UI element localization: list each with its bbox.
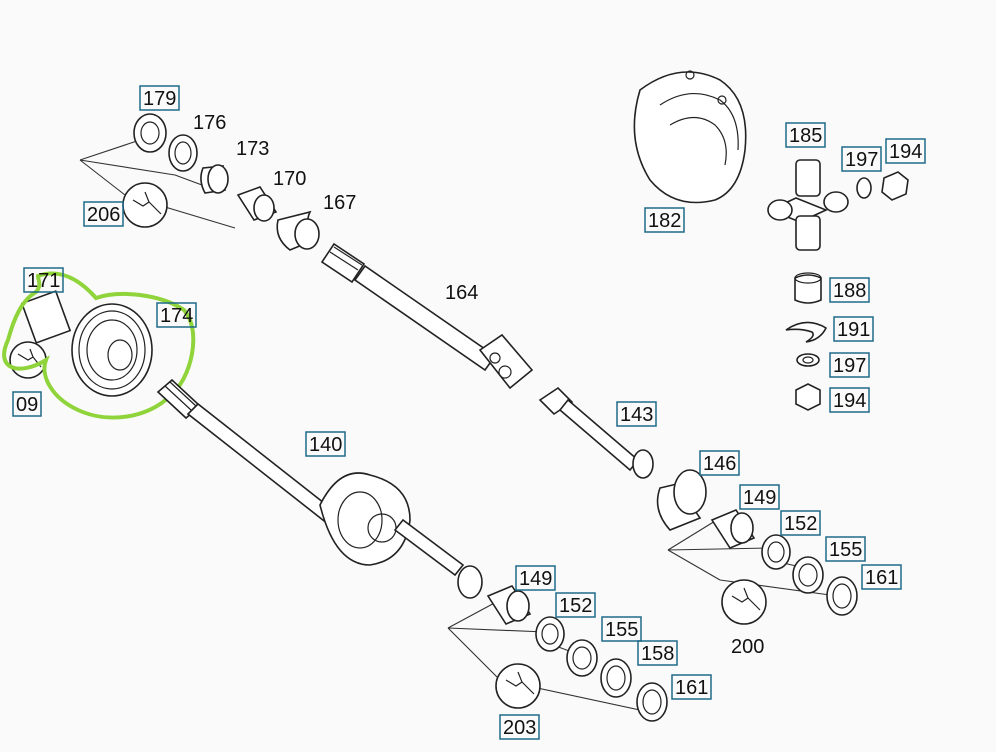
label-box: [23, 267, 64, 293]
part-label-203: 203: [503, 717, 536, 739]
part-label-197: 197: [833, 355, 866, 377]
highlighted-boot-assembly: [2, 271, 196, 420]
bottom-center-part-group: [447, 585, 668, 722]
label-box: [785, 122, 826, 148]
label-box: [555, 592, 596, 618]
right-lower-part-group: [656, 469, 858, 625]
part-label-152: 152: [784, 513, 817, 535]
green-highlight-circle: [2, 271, 196, 420]
part-label-146: 146: [703, 453, 736, 475]
label-box: [825, 536, 866, 562]
part-label-152: 152: [559, 595, 592, 617]
upper-left-part-group: [79, 113, 320, 251]
main-shaft-140: [156, 378, 483, 599]
part-label-155: 155: [829, 539, 862, 561]
part-label-174: 174: [160, 305, 193, 327]
label-box: [156, 302, 197, 328]
part-label-09: 09: [16, 394, 38, 416]
part-label-188: 188: [833, 280, 866, 302]
part-label-161: 161: [865, 567, 898, 589]
label-box: [616, 401, 657, 427]
label-box: [139, 85, 180, 111]
part-label-185: 185: [789, 125, 822, 147]
part-label-182: 182: [648, 210, 681, 232]
label-box: [12, 391, 42, 417]
part-label-143: 143: [620, 404, 653, 426]
label-box: [861, 564, 902, 590]
part-label-158: 158: [641, 643, 674, 665]
label-box: [305, 431, 346, 457]
label-box: [885, 138, 926, 164]
part-label-191: 191: [837, 319, 870, 341]
middle-shaft-143: [538, 386, 654, 479]
part-label-200: 200: [731, 636, 764, 658]
part-label-173: 173: [236, 138, 269, 160]
label-box: [699, 450, 740, 476]
top-right-part-group: [633, 70, 909, 411]
part-label-167: 167: [323, 192, 356, 214]
part-label-171: 171: [27, 270, 60, 292]
label-box: [841, 146, 882, 172]
part-label-194: 194: [833, 390, 866, 412]
label-box: [601, 616, 642, 642]
part-label-179: 179: [143, 88, 176, 110]
part-label-161: 161: [675, 677, 708, 699]
label-box: [637, 640, 678, 666]
wrench-icon-203: [495, 663, 541, 709]
part-label-206: 206: [87, 204, 120, 226]
label-box: [780, 510, 821, 536]
part-label-140: 140: [309, 434, 342, 456]
label-box: [499, 714, 540, 740]
part-label-164: 164: [445, 282, 478, 304]
label-box: [644, 207, 685, 233]
part-label-149: 149: [519, 568, 552, 590]
part-label-170: 170: [273, 168, 306, 190]
part-label-155: 155: [605, 619, 638, 641]
label-box: [671, 674, 712, 700]
label-box: [829, 352, 870, 378]
part-label-149: 149: [743, 487, 776, 509]
part-label-194: 194: [889, 141, 922, 163]
label-box: [829, 387, 870, 413]
label-box: [833, 316, 874, 342]
part-label-176: 176: [193, 112, 226, 134]
label-box: [515, 565, 556, 591]
label-box: [83, 201, 124, 227]
label-box: [829, 277, 870, 303]
upper-shaft-164: [320, 242, 534, 390]
label-box: [739, 484, 780, 510]
part-label-197: 197: [845, 149, 878, 171]
wrench-icon-200: [721, 579, 767, 625]
